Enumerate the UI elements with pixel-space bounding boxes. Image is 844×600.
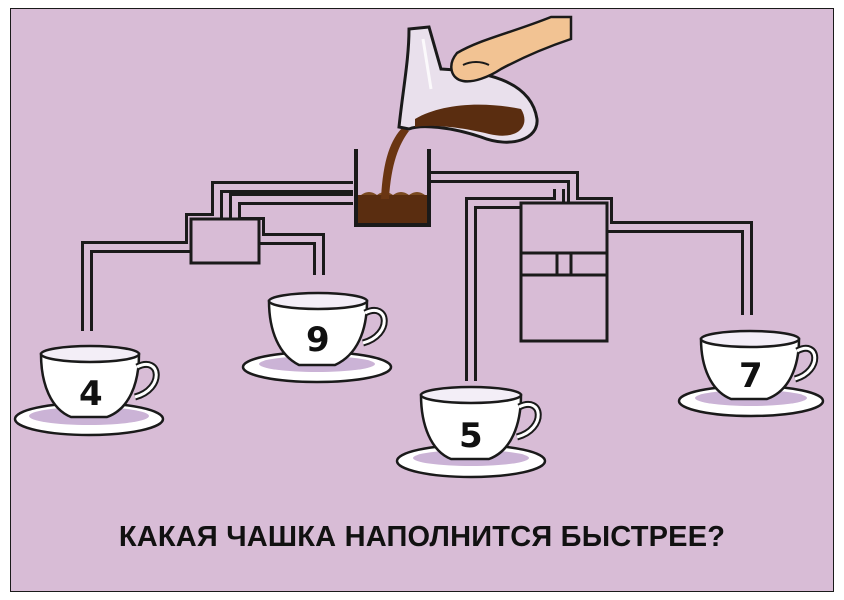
cup-5: 5	[395, 385, 547, 479]
cup-number-5: 5	[459, 416, 483, 456]
coffee-stream	[381, 127, 409, 199]
puzzle-illustration: 4 9 5 7	[13, 15, 825, 479]
reservoir-right-middle	[519, 251, 559, 277]
cup-4: 4	[13, 344, 165, 437]
cup-number-9: 9	[306, 320, 330, 360]
cup-7: 7	[677, 329, 825, 418]
pipe-network	[81, 171, 753, 381]
puzzle-question: КАКАЯ ЧАШКА НАПОЛНИТСЯ БЫСТРЕЕ?	[118, 521, 726, 553]
puzzle-frame: 4 9 5 7	[10, 8, 834, 592]
hand-icon	[450, 15, 573, 83]
coffee-jug	[397, 25, 539, 144]
reservoir-right-upper	[519, 201, 609, 255]
reservoir-right-lower	[519, 273, 609, 343]
reservoir-left	[189, 217, 261, 265]
coffee-in-container	[358, 195, 427, 223]
cup-9: 9	[241, 291, 393, 384]
cup-number-7: 7	[739, 356, 763, 396]
cup-number-4: 4	[79, 374, 103, 414]
central-container	[354, 149, 431, 227]
